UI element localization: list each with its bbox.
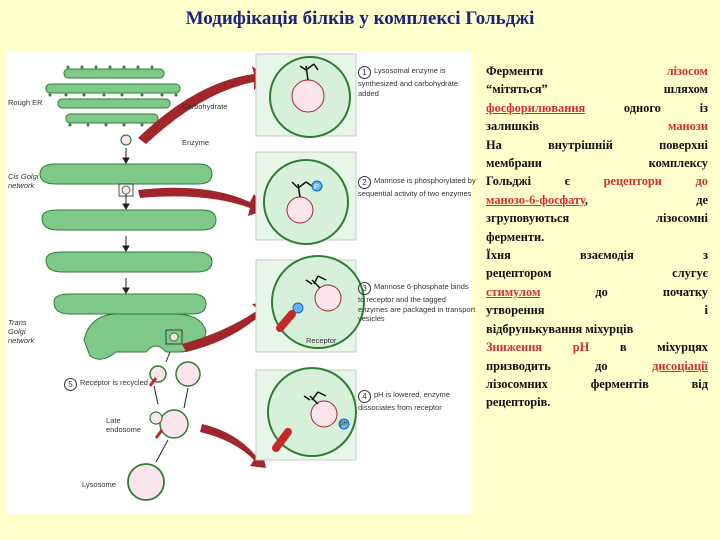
label-lysosome: Lysosome xyxy=(82,480,116,489)
step-number: 4 xyxy=(358,390,371,403)
label-receptor: Receptor xyxy=(306,336,337,345)
text-line: відбрунькування міхурців xyxy=(486,320,708,338)
text-segment: рецепторів. xyxy=(486,395,551,410)
text-line: рецептором слугує xyxy=(486,264,708,282)
text-segment: Зниження рН xyxy=(486,340,590,355)
text-segment: “мітяться” шляхом xyxy=(486,82,708,97)
text-line: лізосомних ферментів від xyxy=(486,375,708,393)
label-ph-mark: pH xyxy=(340,421,348,427)
step-number: 1 xyxy=(358,66,371,79)
label-enzyme: Enzyme xyxy=(182,138,210,147)
text-segment: згруповуються лізосомні xyxy=(486,211,708,226)
label-p-mark: P xyxy=(314,182,320,191)
page-title: Модифікація білків у комплексі Гольджі xyxy=(185,8,535,29)
step-text: pH is lowered, enzyme dissociates from r… xyxy=(358,390,450,412)
text-line: згруповуються лізосомні xyxy=(486,209,708,227)
text-line: стимулом до початку xyxy=(486,283,708,301)
text-segment: Їхня взаємодія з xyxy=(486,248,708,263)
text-segment: ферменти. xyxy=(486,229,545,244)
label-carbohydrate: Carbohydrate xyxy=(182,102,228,111)
step-text: Lysosomal enzyme is synthesized and carb… xyxy=(358,66,459,98)
text-line: Ферменти лізосом xyxy=(486,62,708,80)
text-line: Зниження рН в міхурцях xyxy=(486,338,708,356)
text-segment: рецептором слугує xyxy=(486,266,708,281)
text-segment: дисоціації xyxy=(652,358,708,373)
text-segment: стимулом xyxy=(486,284,541,299)
text-segment: манози xyxy=(667,119,708,134)
text-segment: до початку xyxy=(540,284,708,299)
text-line: призводить до дисоціації xyxy=(486,357,708,375)
text-segment: лізосом xyxy=(666,64,708,78)
text-segment: , де xyxy=(584,192,708,207)
text-line: манозо-6-фосфату, де xyxy=(486,191,708,209)
text-segment: в міхурцях xyxy=(589,340,708,355)
step-number: 5 xyxy=(64,378,77,391)
text-line: утворення і xyxy=(486,301,708,319)
explanation-text: Ферменти лізосом “мітяться” шляхом фосфори… xyxy=(486,62,708,412)
golgi-diagram: Rough ER Carbohydrate Enzyme Cis Golgi n… xyxy=(6,52,476,514)
text-segment: мембрани комплексу xyxy=(486,156,708,171)
text-line: фосфорилювання одного із xyxy=(486,99,708,117)
text-segment: лізосомних ферментів від xyxy=(486,376,708,391)
text-line: мембрани комплексу xyxy=(486,154,708,172)
label-cis-golgi: Cis Golgi network xyxy=(8,172,39,190)
text-segment: Ферменти xyxy=(486,64,667,78)
text-segment: одного із xyxy=(585,100,708,115)
label-late-endosome: Late endosome xyxy=(106,416,142,434)
step-text: Receptor is recycled xyxy=(80,378,148,387)
text-segment: фосфорилювання xyxy=(486,100,586,115)
text-segment: рецептори до xyxy=(603,174,708,189)
step-number: 2 xyxy=(358,176,371,189)
label-rough-er: Rough ER xyxy=(8,98,43,107)
rough-er xyxy=(45,68,181,124)
text-segment: На внутрішній поверхні xyxy=(486,137,708,152)
text-line: “мітяться” шляхом xyxy=(486,80,708,98)
text-line: На внутрішній поверхні xyxy=(486,136,708,154)
text-segment: призводить до xyxy=(486,358,653,373)
step-text: Mannose 6-phosphate binds to receptor an… xyxy=(358,282,476,323)
text-segment: залишків xyxy=(486,119,668,134)
step-number: 3 xyxy=(358,282,371,295)
text-line: рецепторів. xyxy=(486,393,708,411)
label-trans-golgi: Trans Golgi network xyxy=(8,318,35,345)
diagram-drawing xyxy=(39,53,365,501)
text-segment: манозо-6-фосфату xyxy=(486,192,585,207)
text-segment: утворення і xyxy=(486,303,708,318)
text-line: Їхня взаємодія з xyxy=(486,246,708,264)
text-line: Гольджі є рецептори до xyxy=(486,172,708,190)
text-segment: відбрунькування міхурців xyxy=(486,321,634,336)
step-text: Mannose is phosphorylated by sequential … xyxy=(358,176,476,198)
text-line: залишків манози xyxy=(486,117,708,135)
text-segment: Гольджі є xyxy=(486,174,604,189)
text-line: ферменти. xyxy=(486,228,708,246)
